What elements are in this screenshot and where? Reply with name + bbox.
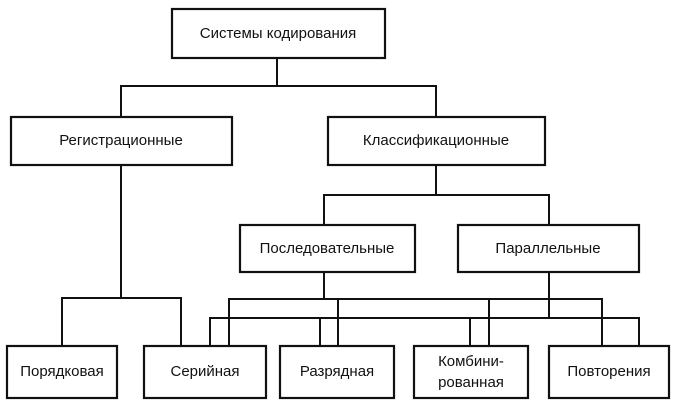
node-combined-label-line-1: Комбини-: [438, 353, 504, 370]
node-repetition-label: Повторения: [567, 363, 650, 380]
diagram-nodes: Системы кодирования Регистрационные Клас…: [5, 7, 671, 400]
node-ordinal-label: Порядковая: [20, 363, 104, 380]
node-serial: Серийная: [142, 344, 268, 400]
node-ordinal: Порядковая: [5, 344, 119, 400]
node-combined: Комбини- рованная: [412, 344, 530, 400]
node-positional-label: Разрядная: [300, 363, 374, 380]
node-root-label: Системы кодирования: [200, 25, 357, 42]
node-classification: Классификационные: [326, 115, 547, 167]
node-repetition: Повторения: [547, 344, 671, 400]
node-parallel: Параллельные: [456, 223, 641, 274]
node-parallel-label: Параллельные: [495, 240, 600, 257]
node-serial-label: Серийная: [170, 363, 239, 380]
node-sequential-label: Последовательные: [260, 240, 395, 257]
node-sequential: Последовательные: [238, 223, 417, 274]
node-registration-label: Регистрационные: [59, 132, 183, 149]
connector-lines: [61, 57, 640, 347]
node-positional: Разрядная: [278, 344, 396, 400]
node-combined-label-line-2: рованная: [438, 374, 504, 391]
node-registration: Регистрационные: [9, 115, 234, 167]
node-classification-label: Классификационные: [363, 132, 509, 149]
node-root: Системы кодирования: [170, 7, 387, 60]
